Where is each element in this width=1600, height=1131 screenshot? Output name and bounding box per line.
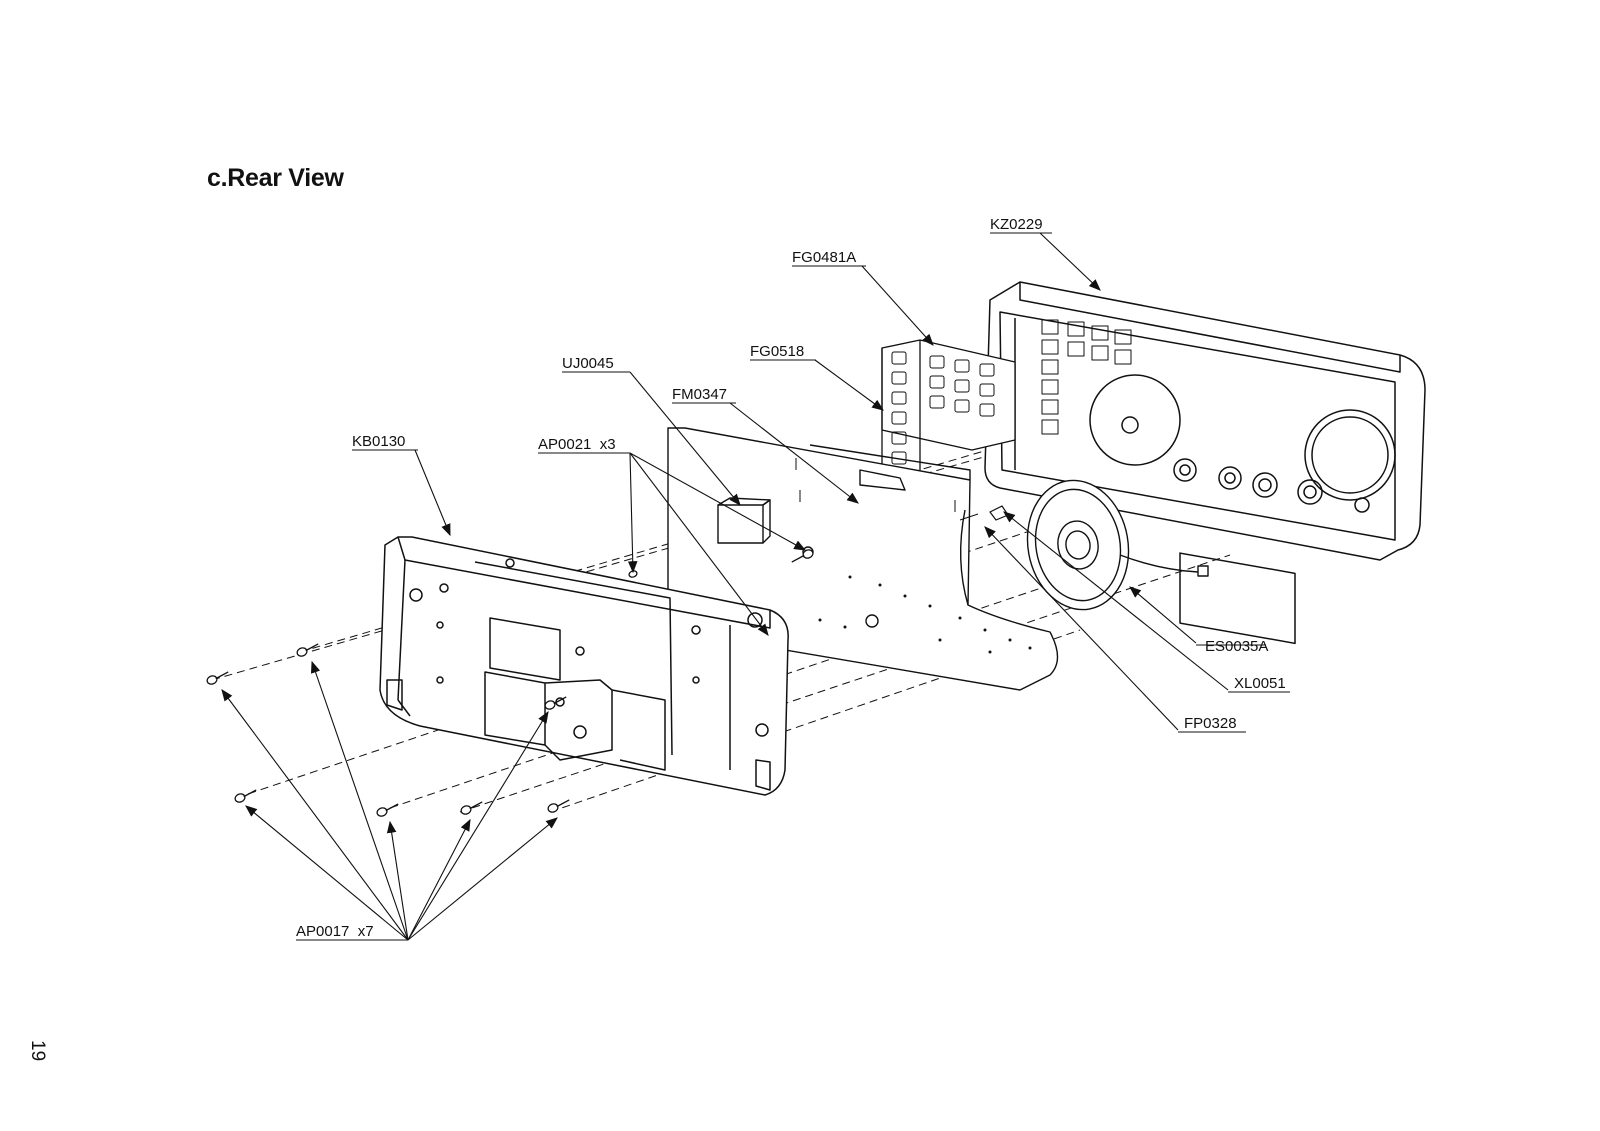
label-underlines	[296, 232, 1290, 941]
callout-xl0051: XL0051	[1234, 675, 1286, 692]
callout-kb0130: KB0130	[352, 433, 405, 450]
leader-lines	[221, 232, 1229, 941]
callout-fg0518: FG0518	[750, 343, 804, 360]
keypad-rubber-fg0481a	[881, 339, 1016, 489]
callout-ap0021: AP0021 x3	[538, 436, 616, 453]
speaker-es0035a	[1026, 479, 1209, 611]
callout-fm0347: FM0347	[672, 386, 727, 403]
callout-ap0017: AP0017 x7	[296, 923, 374, 940]
callout-fg0481a: FG0481A	[792, 249, 856, 266]
callout-es0035a: ES0035A	[1205, 638, 1268, 655]
screws-ap0017	[206, 643, 570, 817]
page-title: c.Rear View	[207, 164, 344, 192]
callout-uj0045: UJ0045	[562, 355, 614, 372]
front-panel-kb0130	[379, 536, 789, 796]
callout-fp0328: FP0328	[1184, 715, 1237, 732]
callout-kz0229: KZ0229	[990, 216, 1043, 233]
